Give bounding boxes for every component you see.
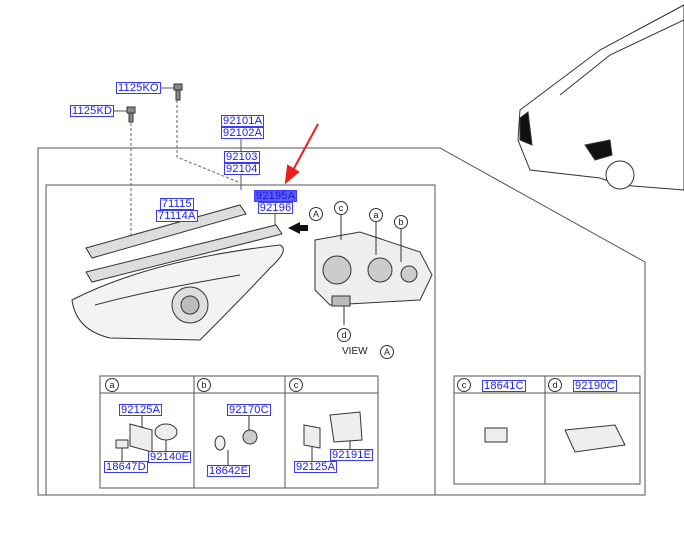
side-table-header-c: c	[457, 378, 471, 392]
part-label[interactable]: 92104	[224, 163, 260, 175]
part-label[interactable]: 92190C	[573, 380, 617, 392]
part-label[interactable]: 71114A	[156, 210, 198, 222]
part-label[interactable]: 92101A	[221, 115, 265, 127]
part-label-bolt-lower[interactable]: 1125KD	[70, 105, 115, 117]
part-group-headlamp: 92101A 92102A	[221, 115, 265, 139]
callout-c: c	[334, 201, 348, 215]
callout-b: b	[394, 215, 408, 229]
side-table-frame	[453, 375, 641, 485]
table-header-b: b	[197, 378, 211, 392]
vehicle-illustration	[517, 4, 684, 191]
part-label[interactable]: 92102A	[221, 127, 265, 139]
callout-d: d	[337, 328, 351, 342]
part-label[interactable]: 92191E	[330, 449, 374, 461]
view-label: VIEW	[342, 346, 368, 357]
part-label-bolt-upper[interactable]: 1125KO	[116, 82, 161, 94]
view-direction-arrow	[288, 222, 308, 234]
view-label-a: A	[380, 345, 394, 359]
table-header-c: c	[289, 378, 303, 392]
part-label-highlighted[interactable]: 92195A	[254, 190, 298, 202]
part-label[interactable]: 18647D	[104, 461, 148, 473]
part-label[interactable]: 71115	[159, 198, 194, 210]
detail-table-frame	[99, 375, 379, 489]
part-label[interactable]: 92125A	[294, 461, 338, 473]
side-table-header-d: d	[548, 378, 562, 392]
part-group-headlamp-2: 92103 92104	[224, 151, 260, 175]
callout-view-a: A	[309, 207, 323, 221]
part-group-bracket: 71115 71114A	[156, 198, 198, 222]
part-label[interactable]: 92140E	[148, 451, 192, 463]
part-label[interactable]: 92196	[257, 202, 294, 214]
outer-frame	[37, 147, 646, 496]
table-header-a: a	[105, 378, 119, 392]
rear-view-drawing	[314, 231, 433, 307]
part-label[interactable]: 18641C	[482, 380, 526, 392]
part-label[interactable]: 92170C	[227, 404, 271, 416]
part-label[interactable]: 18642E	[207, 465, 251, 477]
part-label[interactable]: 92103	[224, 151, 260, 163]
callout-a: a	[369, 208, 383, 222]
part-group-highlighted: 92195A 92196	[254, 190, 298, 214]
headlamp-drawing	[71, 244, 284, 341]
main-panel	[45, 184, 436, 496]
part-label[interactable]: 92125A	[119, 404, 163, 416]
gasket-strip	[85, 224, 283, 283]
